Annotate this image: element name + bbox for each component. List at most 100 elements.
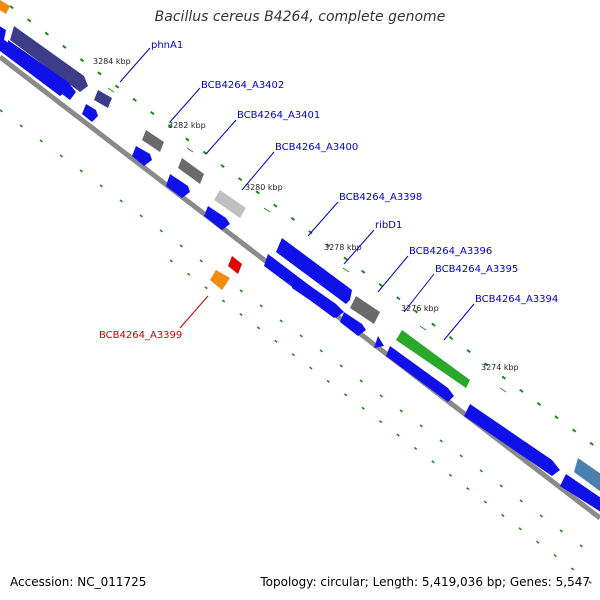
gc-dot [554, 415, 559, 420]
gene-feature-forward-6[interactable] [204, 206, 230, 230]
gc-dot [239, 312, 243, 317]
gc-dot [62, 44, 67, 49]
gene-feature-lower-0[interactable] [210, 270, 230, 290]
tick-mark-3284 [107, 87, 115, 93]
gene-feature-forward-11[interactable] [374, 336, 384, 348]
gene-features [0, 0, 600, 514]
genome-title: Bacillus cereus B4264, complete genome [154, 9, 446, 25]
tick-label-3280: 3280 kbp [245, 183, 283, 192]
gene-feature-forward-9[interactable] [292, 276, 344, 318]
gene-feature-forward-7[interactable] [276, 238, 352, 304]
gene-label-BCB4264_A3396[interactable]: BCB4264_A3396 [409, 246, 492, 257]
gc-dot [132, 97, 137, 102]
gc-dot [431, 460, 435, 464]
gc-dot [9, 5, 14, 10]
gc-dot [479, 469, 483, 473]
gc-dot [150, 111, 155, 116]
gene-feature-forward-10[interactable] [340, 312, 366, 336]
gc-dot [204, 286, 208, 290]
gc-dot [519, 388, 524, 393]
gc-dot [518, 527, 522, 531]
gene-label-BCB4264_A3394[interactable]: BCB4264_A3394 [475, 294, 558, 305]
accession-text: Accession: NC_011725 [10, 575, 147, 589]
gene-label-BCB4264_A3399[interactable]: BCB4264_A3399 [99, 330, 182, 341]
gc-dot [589, 441, 594, 446]
gc-dot [536, 540, 540, 544]
gc-dot [559, 529, 563, 533]
gc-dot [466, 487, 470, 491]
gc-dot [259, 304, 263, 308]
gc-dot [361, 406, 365, 410]
gc-dot [344, 393, 348, 397]
tick-label-3274: 3274 kbp [481, 363, 519, 372]
gc-dot [466, 349, 471, 354]
gene-feature-upper-2[interactable] [142, 130, 164, 152]
gc-dot [396, 433, 400, 437]
label-leader-lines [119, 47, 475, 341]
gene-label-BCB4264_A3402[interactable]: BCB4264_A3402 [201, 80, 284, 91]
gene-label-BCB4264_A3400[interactable]: BCB4264_A3400 [275, 142, 358, 153]
gene-feature-forward-3[interactable] [82, 104, 98, 122]
gc-dot [119, 199, 123, 203]
gene-feature-lower-1[interactable] [228, 256, 242, 274]
gc-dot [379, 394, 383, 398]
gene-feature-upper-7[interactable] [574, 458, 600, 494]
tick-mark-3274 [499, 387, 507, 393]
gc-dot [399, 409, 403, 413]
tick-mark-3282 [186, 147, 194, 153]
gene-feature-forward-1[interactable] [8, 40, 76, 100]
gc-dot [588, 580, 592, 584]
gc-dot [519, 499, 523, 503]
gene-feature-upper-3[interactable] [178, 158, 204, 184]
gc-dot [237, 177, 243, 182]
gc-dot [553, 554, 557, 558]
gc-dot [319, 349, 323, 353]
gc-dot [539, 514, 543, 518]
gc-dot [159, 229, 163, 233]
tick-mark-3276 [419, 325, 427, 331]
gene-label-BCB4264_A3398[interactable]: BCB4264_A3398 [339, 192, 422, 203]
gc-dot [114, 84, 120, 89]
gene-label-BCB4264_A3395[interactable]: BCB4264_A3395 [435, 264, 518, 275]
gc-dot [179, 244, 183, 248]
gc-dot [309, 366, 313, 370]
gc-dot [396, 296, 401, 301]
gc-dot [186, 272, 191, 276]
gc-dot [221, 299, 226, 303]
tick-mark-3278 [342, 267, 350, 273]
gc-dot [378, 420, 383, 424]
gc-dot [169, 259, 173, 263]
gene-feature-upper-8[interactable] [0, 0, 10, 14]
gc-dot [343, 256, 348, 261]
gene-feature-upper-6[interactable] [396, 330, 470, 388]
tick-label-3276: 3276 kbp [401, 304, 439, 313]
gene-label-ribD1[interactable]: ribD1 [375, 220, 402, 231]
gene-feature-upper-1[interactable] [94, 90, 112, 108]
gc-dot [360, 269, 366, 274]
gene-label-BCB4264_A3401[interactable]: BCB4264_A3401 [237, 110, 320, 121]
gene-feature-forward-14[interactable] [560, 474, 600, 514]
gc-dot [413, 309, 419, 314]
gc-dot [39, 139, 43, 143]
gene-label-phnA1[interactable]: phnA1 [151, 40, 183, 51]
gc-dot [19, 124, 23, 128]
gene-feature-forward-5[interactable] [166, 174, 190, 198]
gc-dot [501, 513, 505, 517]
gc-dot [499, 484, 503, 488]
gc-dot [256, 326, 261, 330]
gc-dot [44, 31, 49, 36]
gc-dot [239, 289, 243, 293]
gene-feature-upper-5[interactable] [350, 296, 380, 324]
gene-feature-forward-2[interactable] [0, 24, 6, 40]
gene-feature-forward-13[interactable] [464, 404, 560, 476]
gene-feature-upper-0[interactable] [10, 26, 88, 92]
gc-dot [326, 379, 330, 384]
gene-feature-upper-4[interactable] [214, 190, 246, 218]
tick-label-3282: 3282 kbp [168, 121, 206, 130]
gc-dot [291, 353, 296, 357]
gene-feature-forward-4[interactable] [132, 146, 152, 166]
gc-dot [255, 190, 260, 195]
gc-dot [274, 339, 278, 343]
gene-feature-forward-12[interactable] [386, 346, 454, 402]
